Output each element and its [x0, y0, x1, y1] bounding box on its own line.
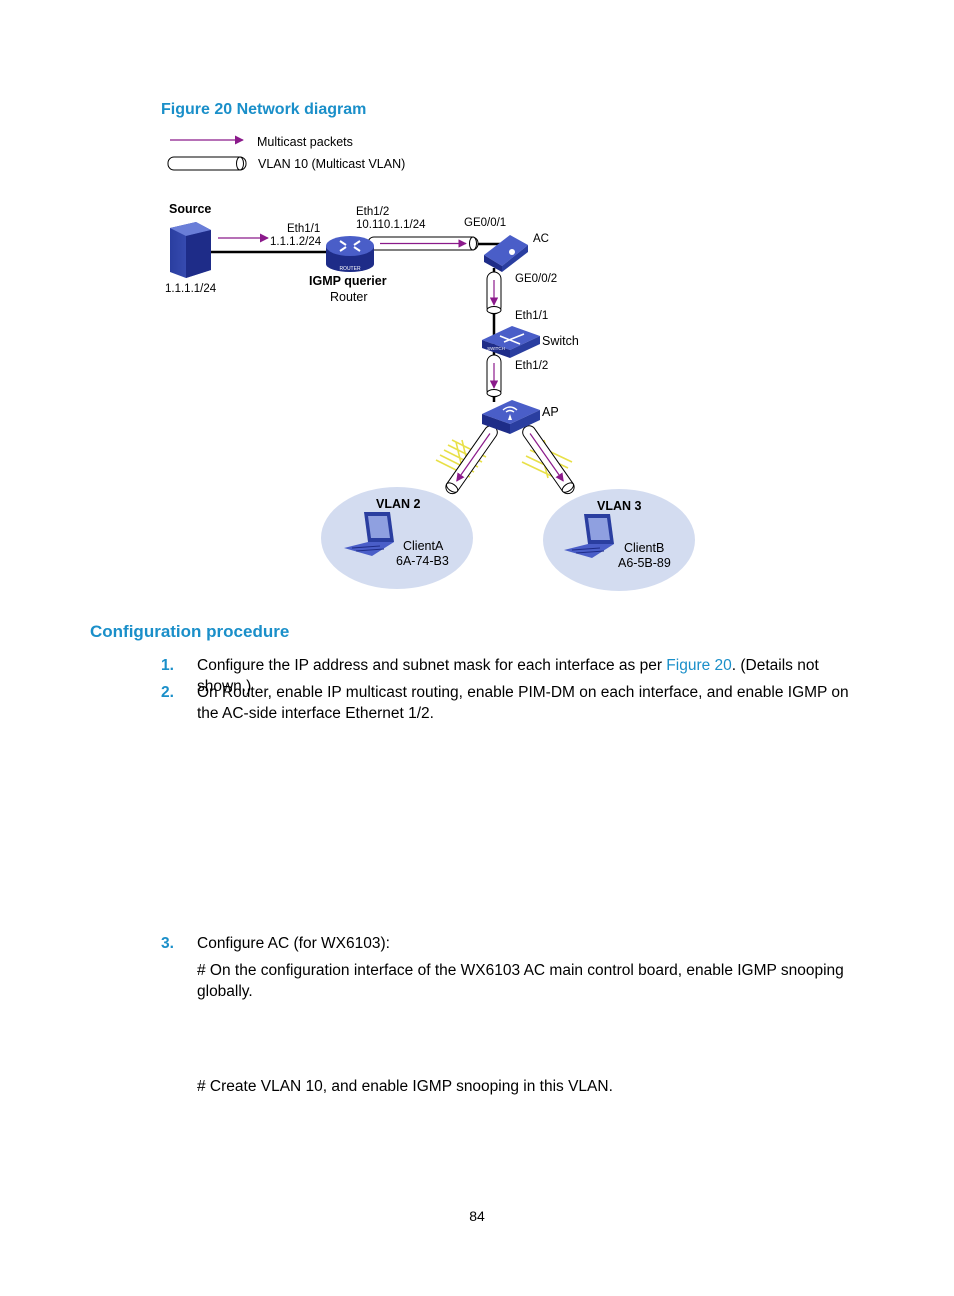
- source-server-icon: [170, 222, 211, 278]
- switch-eth11-label: Eth1/1: [515, 310, 548, 322]
- ac-ge001-label: GE0/0/1: [464, 217, 506, 229]
- legend-multicast: Multicast packets: [170, 135, 353, 149]
- paragraph-igmp-global: # On the configuration interface of the …: [197, 962, 844, 1000]
- switch-icon: SWITCH: [482, 326, 540, 358]
- legend-multicast-label: Multicast packets: [257, 135, 353, 149]
- vlan10-tube-router-ac: [367, 236, 479, 251]
- vlan2-label: VLAN 2: [376, 497, 421, 511]
- switch-eth12-label: Eth1/2: [515, 360, 548, 372]
- vlan3-area: [543, 489, 695, 591]
- step-number: 3.: [161, 935, 174, 952]
- source-ip-label: 1.1.1.1/24: [165, 283, 217, 295]
- router-badge: ROUTER: [339, 266, 361, 272]
- step-text-part: . (Details not shown.): [197, 657, 819, 695]
- router-eth11-label: Eth1/1: [287, 223, 320, 235]
- wireless-tube-left: [445, 425, 498, 495]
- step-text: Configure AC (for WX6103):: [197, 935, 390, 952]
- vlan10-tube-switch-ap: [486, 354, 502, 398]
- wireless-tube-right: [522, 425, 575, 495]
- legend-vlan: VLAN 10 (Multicast VLAN): [167, 156, 405, 171]
- switch-name-label: Switch: [542, 334, 579, 348]
- legend-vlan-label: VLAN 10 (Multicast VLAN): [258, 157, 405, 171]
- clientB-mac-label: A6-5B-89: [618, 556, 671, 570]
- step-text-part: Configure the IP address and subnet mask…: [197, 657, 667, 674]
- figure-link[interactable]: Figure 20: [666, 657, 732, 674]
- page-number: 84: [469, 1208, 485, 1224]
- clientA-label: ClientA: [403, 539, 444, 553]
- router-icon: ROUTER: [326, 236, 374, 272]
- ac-ge002-label: GE0/0/2: [515, 273, 557, 285]
- step-number: 2.: [161, 684, 174, 701]
- vlan10-tube-ac-switch: [486, 271, 502, 315]
- ap-name-label: AP: [542, 405, 559, 419]
- router-title-label: IGMP querier: [309, 274, 387, 288]
- paragraph-create-vlan: # Create VLAN 10, and enable IGMP snoopi…: [197, 1078, 613, 1095]
- network-diagram: Multicast packets VLAN 10 (Multicast VLA…: [165, 135, 695, 591]
- step-number: 1.: [161, 657, 174, 674]
- step-text: Configure the IP address and subnet mask…: [197, 655, 867, 697]
- router-eth11-ip-label: 1.1.1.2/24: [270, 236, 322, 248]
- ac-icon: [484, 235, 528, 272]
- ap-icon: [482, 400, 540, 434]
- switch-badge: SWITCH: [487, 346, 505, 351]
- source-label: Source: [169, 202, 211, 216]
- clientB-label: ClientB: [624, 541, 664, 555]
- router-eth12-label: Eth1/2: [356, 206, 389, 218]
- router-eth12-ip-label: 10.110.1.1/24: [356, 219, 426, 231]
- vlan2-area: [321, 487, 473, 589]
- legend-tube-icon: [167, 156, 247, 171]
- clientA-laptop-icon: [344, 512, 394, 556]
- section-title: Configuration procedure: [90, 622, 290, 641]
- ac-name-label: AC: [533, 233, 549, 245]
- step-text: On Router, enable IP multicast routing, …: [197, 684, 849, 722]
- vlan3-label: VLAN 3: [597, 499, 642, 513]
- clientB-laptop-icon: [564, 514, 614, 558]
- figure-caption: Figure 20 Network diagram: [161, 101, 367, 118]
- router-name-label: Router: [330, 290, 368, 304]
- clientA-mac-label: 6A-74-B3: [396, 554, 449, 568]
